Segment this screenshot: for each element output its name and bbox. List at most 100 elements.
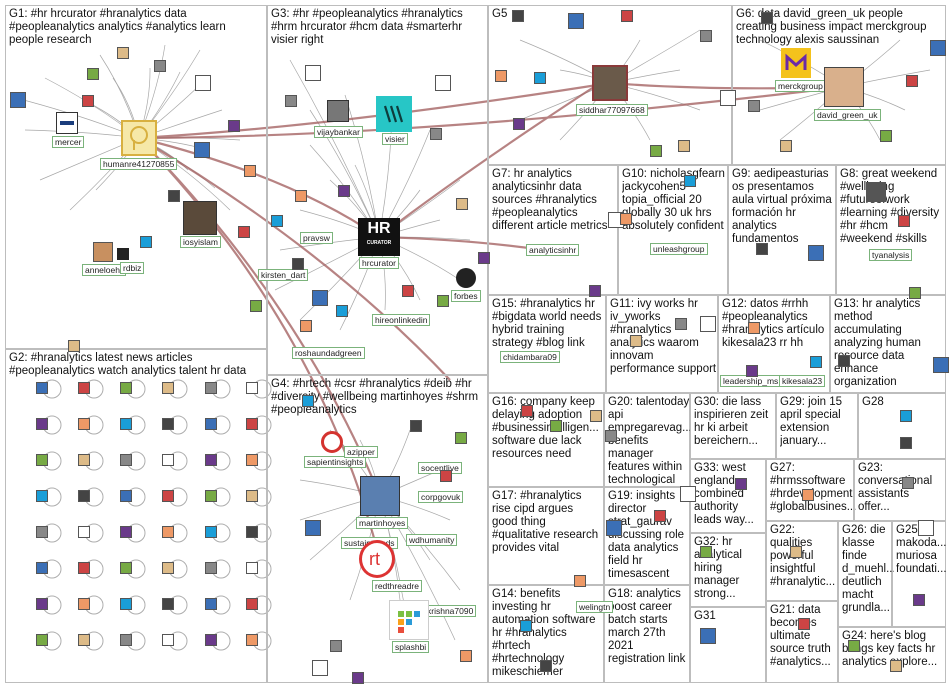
account-avatar[interactable] [720,90,736,106]
account-avatar[interactable] [292,258,304,270]
account-avatar[interactable] [330,640,342,652]
account-avatar[interactable] [574,575,586,587]
account-avatar[interactable] [78,562,90,574]
account-avatar[interactable] [761,12,773,24]
account-avatar[interactable] [460,650,472,662]
account-avatar[interactable] [534,72,546,84]
anneloehr-avatar[interactable] [93,242,113,262]
mercer-logo-icon[interactable] [56,112,78,134]
account-avatar[interactable] [162,526,174,538]
david-green-avatar[interactable] [824,67,864,107]
account-avatar[interactable] [520,620,532,632]
account-avatar[interactable] [748,322,760,334]
account-avatar[interactable] [117,47,129,59]
account-avatar[interactable] [36,562,48,574]
account-avatar[interactable] [913,594,925,606]
account-avatar[interactable] [78,598,90,610]
account-avatar[interactable] [140,236,152,248]
account-avatar[interactable] [246,526,258,538]
sapientinsights-logo-icon[interactable] [321,431,343,453]
account-avatar[interactable] [238,226,250,238]
account-avatar[interactable] [675,318,687,330]
account-avatar[interactable] [590,410,602,422]
account-avatar[interactable] [352,672,364,684]
account-avatar[interactable] [568,13,584,29]
account-avatar[interactable] [440,470,452,482]
account-avatar[interactable] [606,520,622,536]
account-avatar[interactable] [36,634,48,646]
account-avatar[interactable] [478,252,490,264]
account-avatar[interactable] [798,618,810,630]
account-avatar[interactable] [162,418,174,430]
account-avatar[interactable] [162,454,174,466]
account-avatar[interactable] [205,418,217,430]
account-avatar[interactable] [700,316,716,332]
account-avatar[interactable] [848,640,860,652]
account-avatar[interactable] [620,213,632,225]
account-avatar[interactable] [205,454,217,466]
account-avatar[interactable] [246,490,258,502]
account-avatar[interactable] [194,142,210,158]
splashbi-logo-icon[interactable] [389,600,429,640]
account-avatar[interactable] [246,598,258,610]
account-avatar[interactable] [228,120,240,132]
account-avatar[interactable] [410,420,422,432]
account-avatar[interactable] [120,634,132,646]
account-avatar[interactable] [205,490,217,502]
account-avatar[interactable] [162,634,174,646]
account-avatar[interactable] [780,140,792,152]
account-avatar[interactable] [36,454,48,466]
account-avatar[interactable] [300,320,312,332]
account-avatar[interactable] [205,634,217,646]
account-avatar[interactable] [338,185,350,197]
account-avatar[interactable] [735,478,747,490]
redthreadre-logo-icon[interactable]: rt [359,540,395,578]
account-avatar[interactable] [678,140,690,152]
account-avatar[interactable] [154,60,166,72]
martinhoyes-avatar[interactable] [360,476,400,516]
merckgroup-logo-icon[interactable] [781,48,811,78]
account-avatar[interactable] [808,245,824,261]
account-avatar[interactable] [305,520,321,536]
account-avatar[interactable] [906,75,918,87]
account-avatar[interactable] [521,405,533,417]
account-avatar[interactable] [402,285,414,297]
account-avatar[interactable] [838,355,850,367]
account-avatar[interactable] [513,118,525,130]
account-avatar[interactable] [810,356,822,368]
account-avatar[interactable] [684,175,696,187]
account-avatar[interactable] [195,75,211,91]
account-avatar[interactable] [933,357,949,373]
siddhar-avatar[interactable] [592,65,628,101]
account-avatar[interactable] [802,489,814,501]
account-avatar[interactable] [312,290,328,306]
visier-logo-icon[interactable] [376,96,412,132]
account-avatar[interactable] [205,598,217,610]
account-avatar[interactable] [246,634,258,646]
account-avatar[interactable] [10,92,26,108]
account-avatar[interactable] [246,562,258,574]
account-avatar[interactable] [898,215,910,227]
account-avatar[interactable] [880,130,892,142]
account-avatar[interactable] [700,628,716,644]
account-avatar[interactable] [650,145,662,157]
account-avatar[interactable] [78,454,90,466]
account-avatar[interactable] [437,295,449,307]
account-avatar[interactable] [36,490,48,502]
tyanalysis-avatar[interactable] [866,182,886,202]
account-avatar[interactable] [168,190,180,202]
account-avatar[interactable] [700,30,712,42]
account-avatar[interactable] [246,418,258,430]
account-avatar[interactable] [302,395,314,407]
account-avatar[interactable] [512,10,524,22]
account-avatar[interactable] [902,477,914,489]
account-avatar[interactable] [589,285,601,297]
account-avatar[interactable] [680,486,696,502]
account-avatar[interactable] [120,382,132,394]
account-avatar[interactable] [120,418,132,430]
account-avatar[interactable] [336,305,348,317]
account-avatar[interactable] [120,598,132,610]
account-avatar[interactable] [205,562,217,574]
account-avatar[interactable] [78,634,90,646]
